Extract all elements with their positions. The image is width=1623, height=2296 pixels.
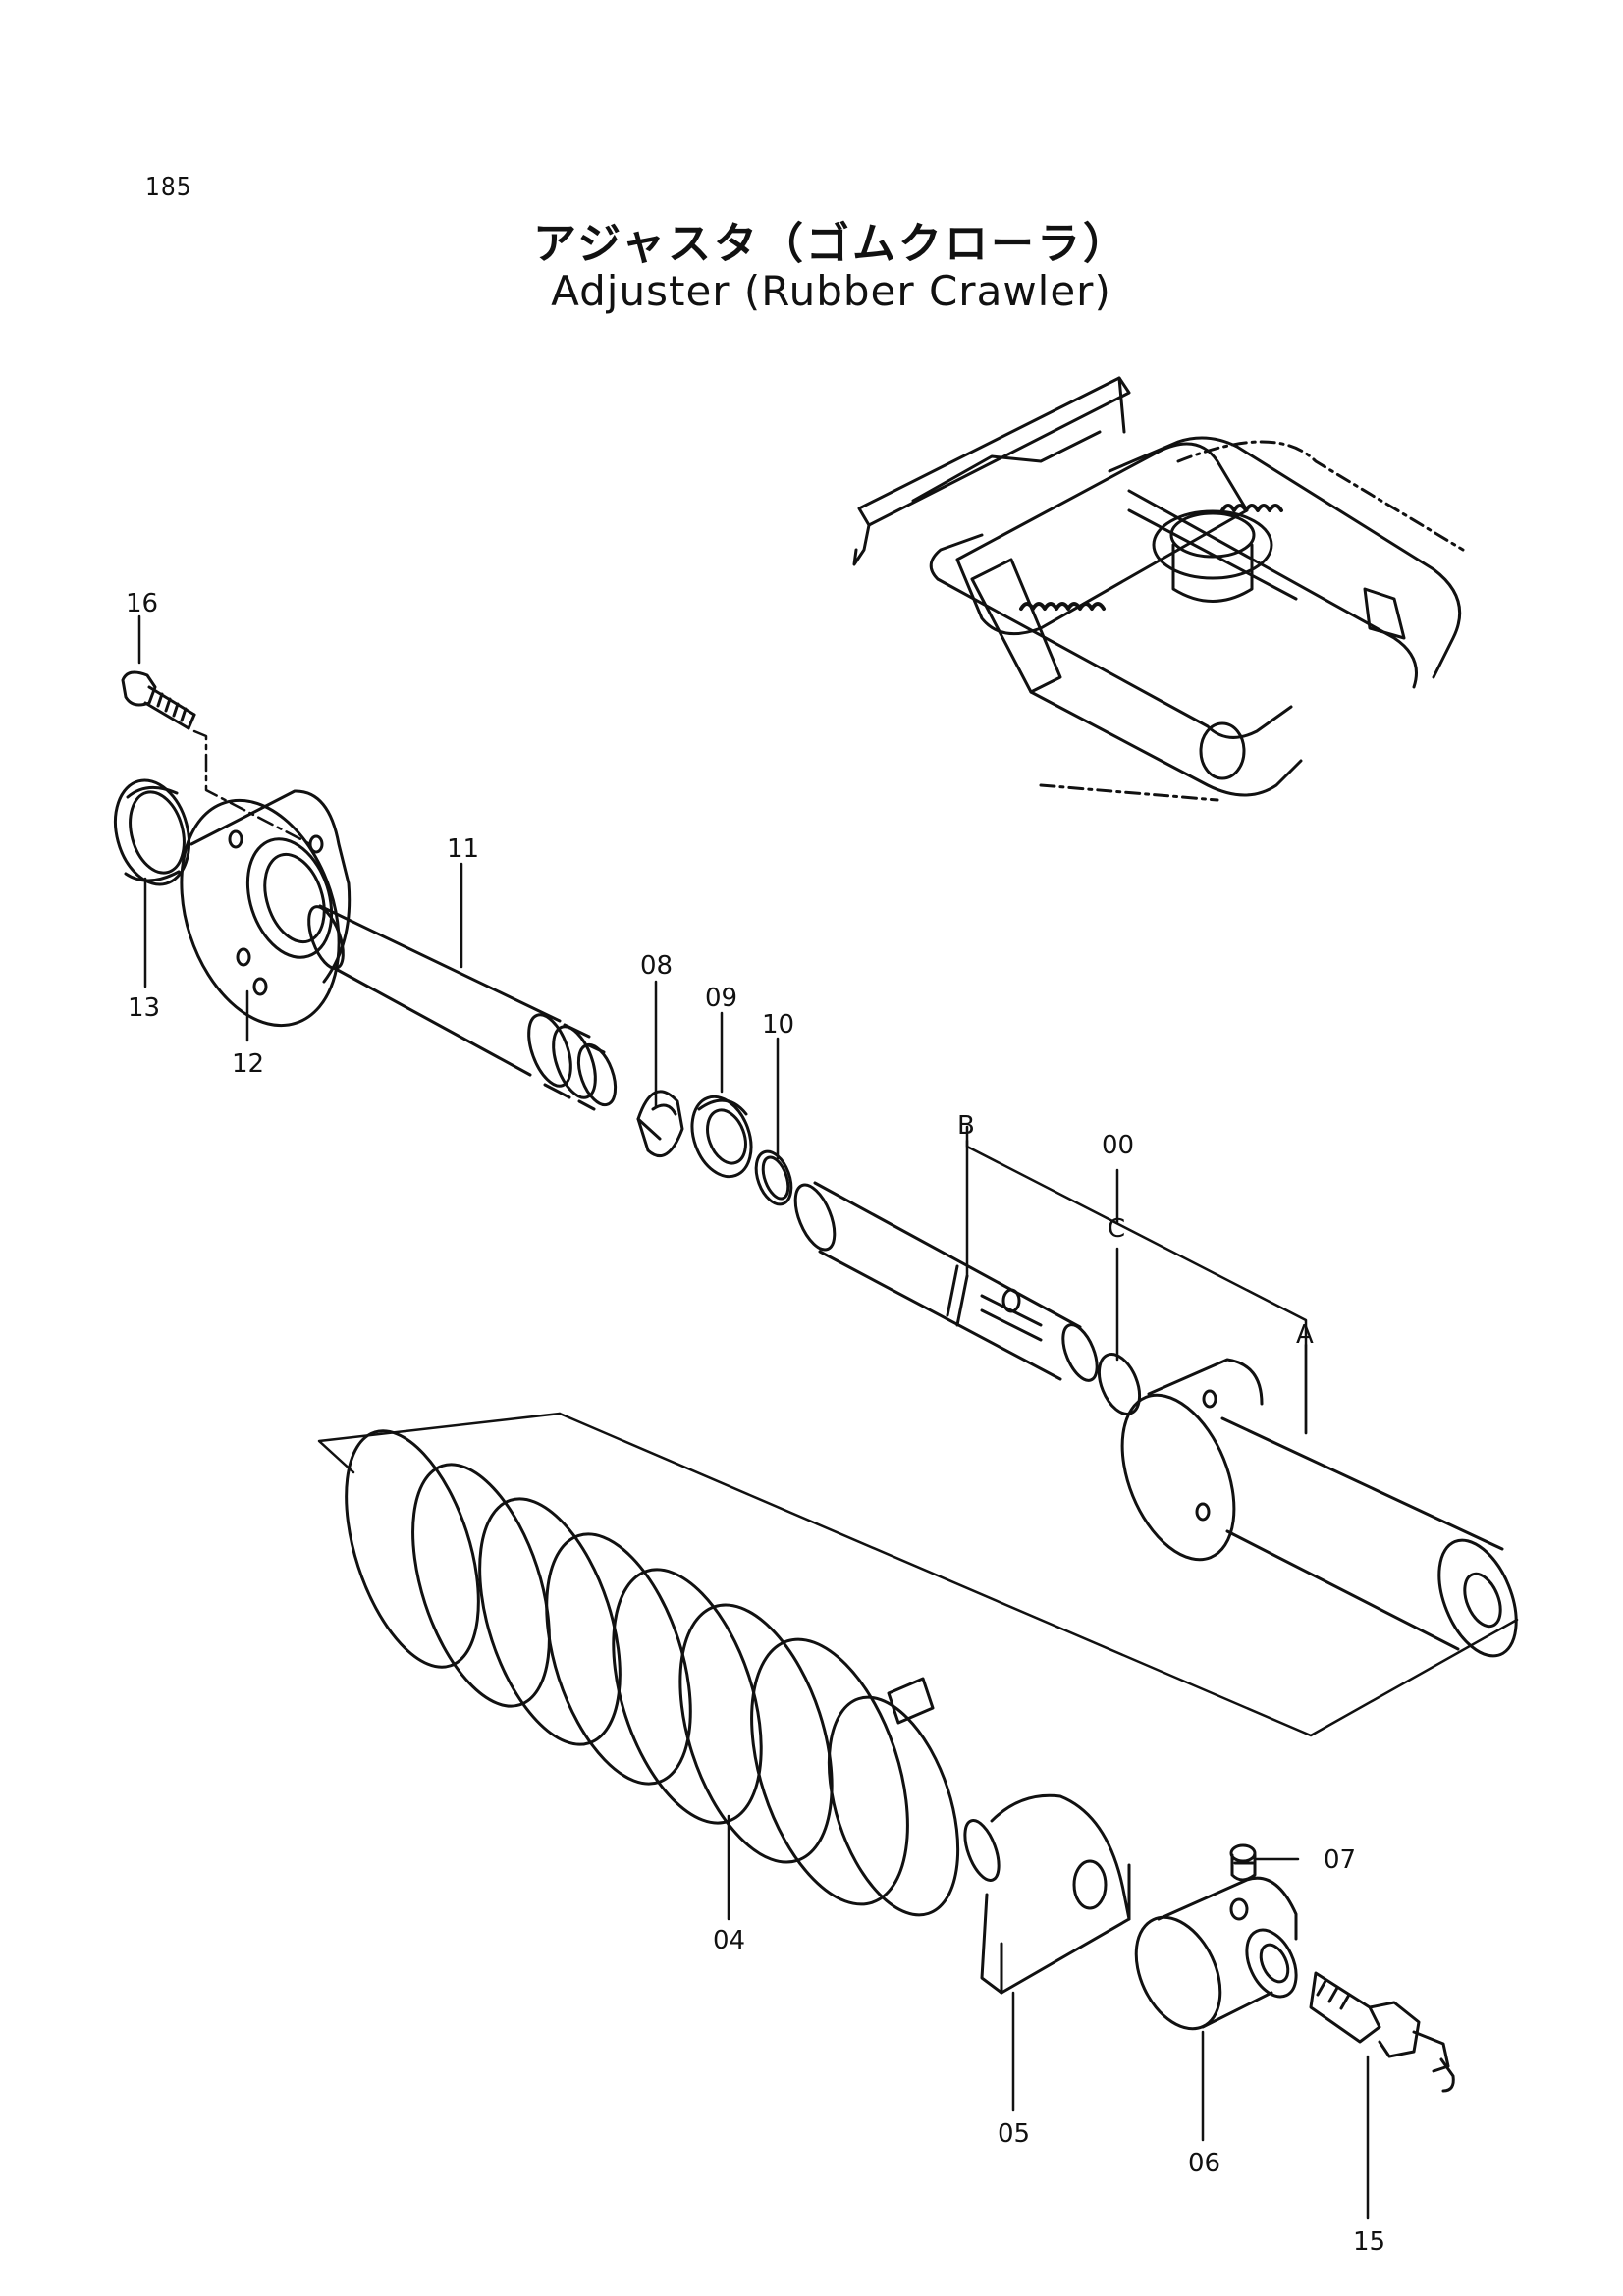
callout-15: 15 xyxy=(1353,2227,1385,2257)
callout-12: 12 xyxy=(232,1049,264,1079)
title-japanese: アジャスタ（ゴムクローラ） xyxy=(532,219,1130,269)
flange-12 xyxy=(180,789,352,1028)
plug-07 xyxy=(1229,1843,1257,1882)
nut-block-06 xyxy=(1134,1876,1298,2031)
callout-11: 11 xyxy=(447,834,479,864)
grease-valve-15 xyxy=(1309,1971,1455,2093)
callout-06: 06 xyxy=(1188,2149,1220,2178)
page-number: 185 xyxy=(145,173,192,202)
callout-a: A xyxy=(1296,1320,1314,1350)
callout-09: 09 xyxy=(705,984,737,1013)
snap-ring-10 xyxy=(754,1149,793,1206)
bearing-09 xyxy=(690,1095,753,1179)
callout-10: 10 xyxy=(762,1010,794,1040)
callout-13: 13 xyxy=(128,993,160,1023)
callout-16: 16 xyxy=(126,589,158,618)
seal-13 xyxy=(114,778,190,886)
cylinder-a xyxy=(1120,1358,1518,1658)
callout-04: 04 xyxy=(713,1926,745,1955)
rod-b xyxy=(793,1181,1099,1382)
callout-b: B xyxy=(957,1111,975,1141)
spring-04 xyxy=(345,1429,960,1917)
bolt-16 xyxy=(121,670,196,730)
machine-overview-illustration xyxy=(852,376,1465,802)
callout-00: 00 xyxy=(1102,1131,1134,1160)
o-ring-c xyxy=(1097,1353,1142,1415)
retainer-05 xyxy=(963,1793,1131,1995)
callout-08: 08 xyxy=(640,951,673,981)
title-english: Adjuster (Rubber Crawler) xyxy=(551,267,1111,315)
callout-c: C xyxy=(1108,1214,1125,1244)
bushing-08 xyxy=(636,1090,684,1157)
shaft-11 xyxy=(307,904,618,1111)
callout-07: 07 xyxy=(1324,1845,1356,1875)
leader-lines xyxy=(137,614,1370,2220)
callout-05: 05 xyxy=(998,2119,1030,2149)
